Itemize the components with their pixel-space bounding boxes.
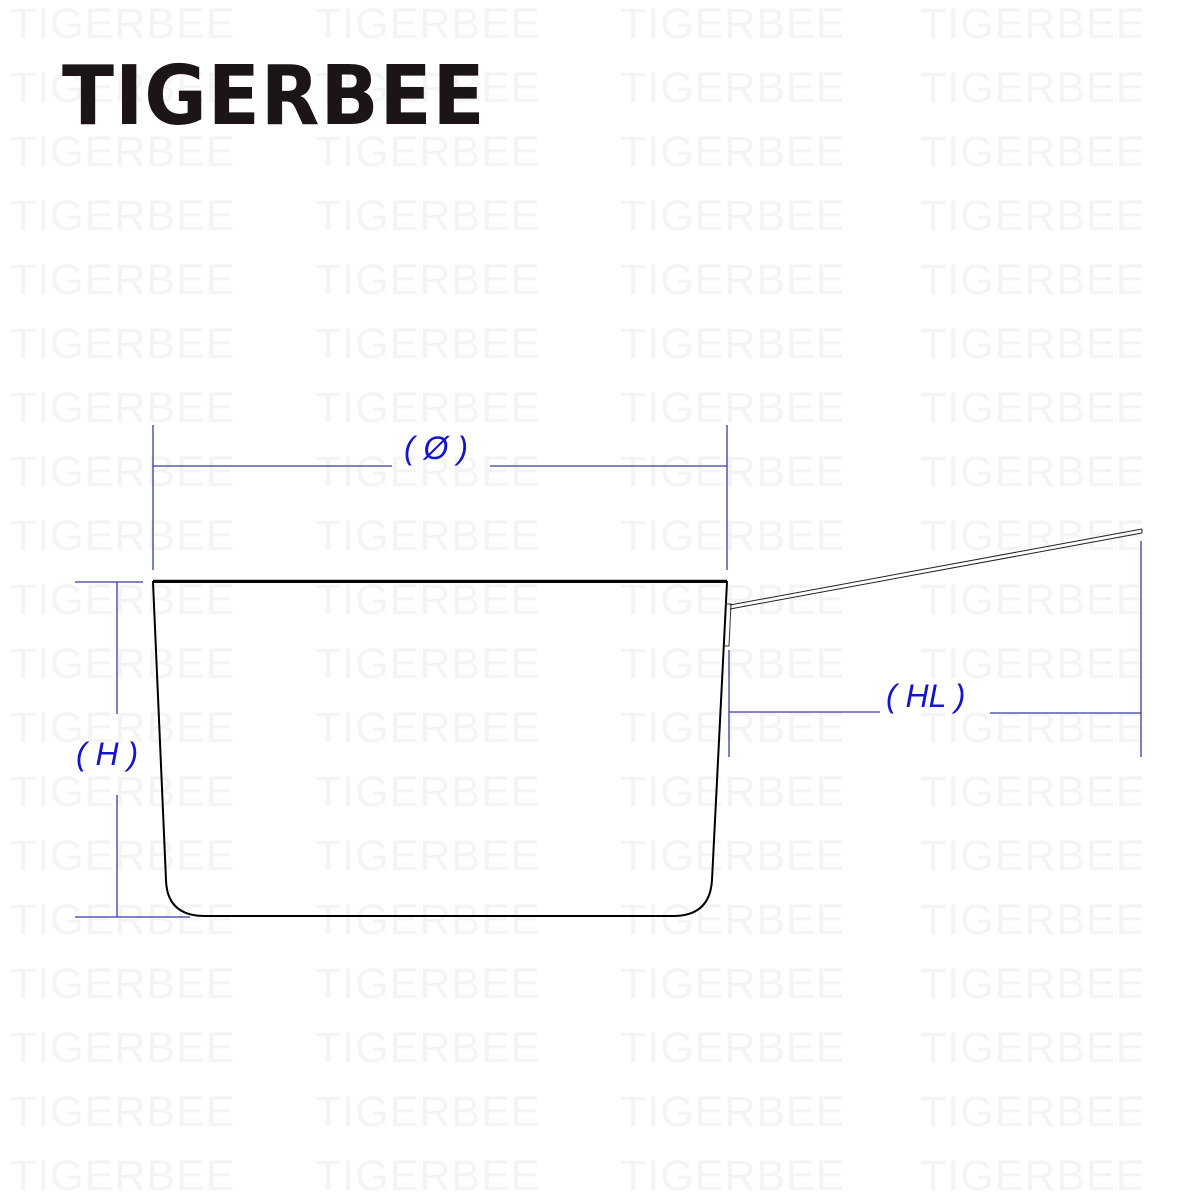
brand-logo: TIGERBEE <box>62 49 486 144</box>
pot-body-outline <box>151 581 729 917</box>
diameter-label: ( Ø ) <box>404 430 468 466</box>
height-dimension-lines <box>75 581 190 918</box>
diameter-dimension-lines <box>152 425 728 570</box>
handle-length-label: ( HL ) <box>886 678 966 714</box>
pot-handle <box>729 528 1143 610</box>
handle-length-dimension-lines <box>728 541 1142 757</box>
height-label: ( H ) <box>76 736 139 772</box>
